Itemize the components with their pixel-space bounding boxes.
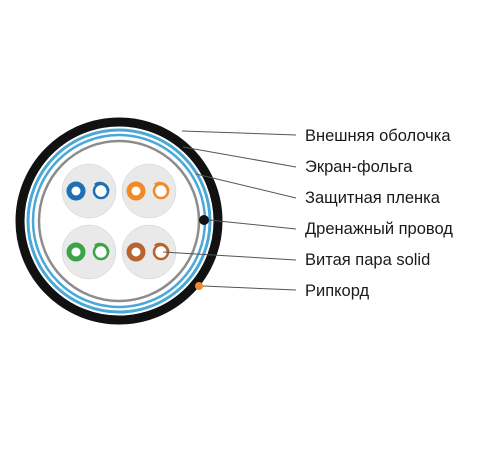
label-drain-wire: Дренажный провод: [305, 220, 453, 238]
leader-ripcord: [202, 285, 297, 291]
label-outer-jacket: Внешняя оболочка: [305, 127, 451, 145]
twisted-pair-3: [61, 224, 117, 280]
pair-1-background: [61, 163, 117, 219]
twisted-pair-4: [121, 224, 177, 280]
foil-shield-ring: [26, 128, 212, 314]
leader-twisted-pair: [162, 251, 297, 261]
pair-4-twist: [154, 242, 170, 253]
leader-protective-film: [195, 173, 297, 199]
outer-jacket-ring: [15, 117, 223, 325]
leader-drain-wire: [208, 219, 297, 230]
label-ripcord: Рипкорд: [305, 282, 370, 300]
pair-1-conductor-a: [66, 181, 86, 201]
protective-film-ring: [37, 139, 201, 303]
pair-3-twist: [94, 242, 110, 253]
label-protective-film: Защитная пленка: [305, 189, 441, 207]
ripcord-dot: [195, 282, 203, 290]
leader-foil-shield: [182, 146, 297, 168]
leader-outer-jacket: [181, 130, 297, 136]
pair-1-twist: [94, 181, 110, 192]
pair-4-conductor-a: [126, 242, 146, 262]
twisted-pair-1: [61, 163, 117, 219]
pair-2-background: [121, 163, 177, 219]
label-twisted-pair: Витая пара solid: [305, 251, 430, 269]
pair-3-conductor-a: [66, 242, 86, 262]
label-foil-shield: Экран-фольга: [305, 158, 413, 176]
drain-wire: [199, 215, 209, 225]
pair-2-conductor-a: [126, 181, 146, 201]
twisted-pair-2: [121, 163, 177, 219]
pair-3-background: [61, 224, 117, 280]
pair-2-twist: [154, 181, 170, 192]
leader-lines: [162, 130, 297, 291]
pair-4-background: [121, 224, 177, 280]
